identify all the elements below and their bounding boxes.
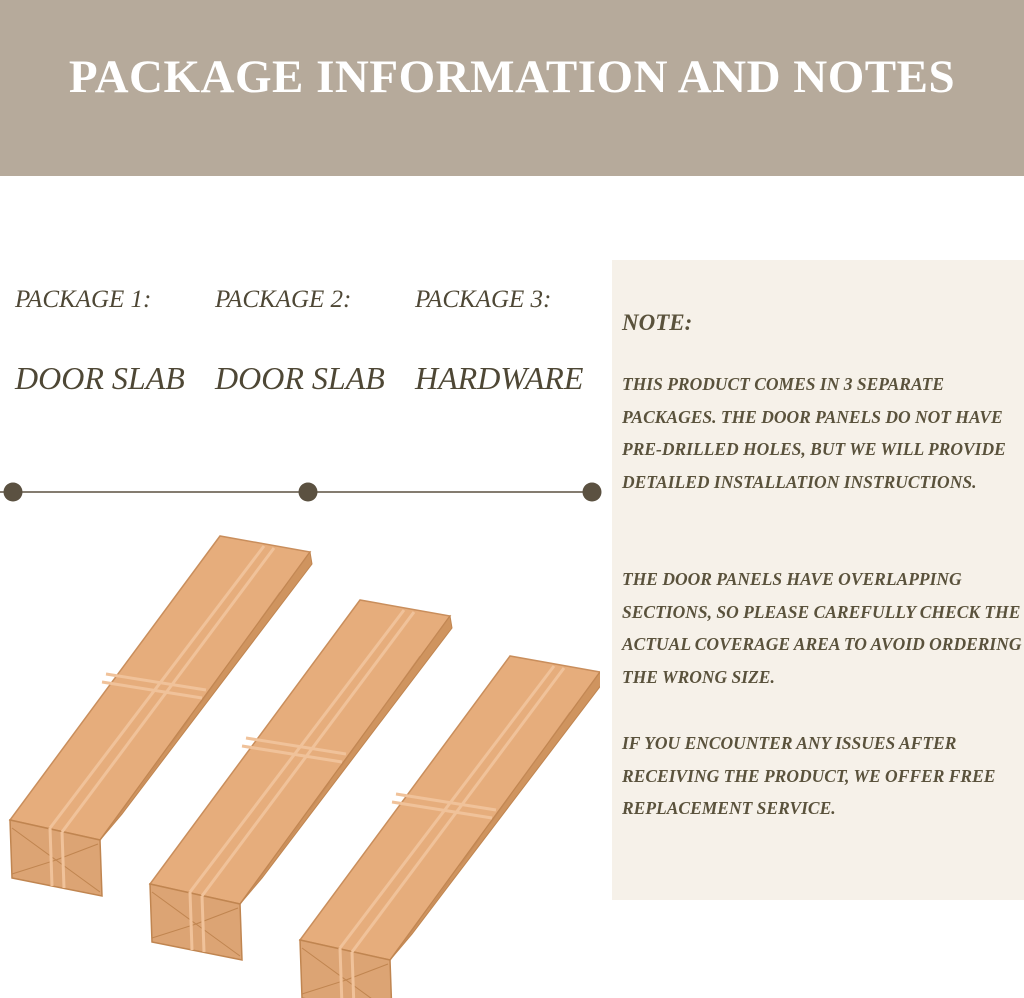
note-paragraph-2: THE DOOR PANELS HAVE OVERLAPPING SECTION… xyxy=(622,569,1022,687)
package-3-label: PACKAGE 3: xyxy=(415,286,552,313)
package-2-label: PACKAGE 2: xyxy=(215,286,352,313)
timeline-dot-3 xyxy=(582,482,602,502)
package-2-name: DOOR SLAB xyxy=(215,360,385,396)
package-3-name: HARDWARE xyxy=(415,360,584,396)
timeline-dot-1 xyxy=(3,482,23,502)
package-1-label: PACKAGE 1: xyxy=(15,286,152,313)
package-timeline xyxy=(0,482,602,502)
timeline-dot-2 xyxy=(298,482,318,502)
note-paragraph-1: THIS PRODUCT COMES IN 3 SEPARATE PACKAGE… xyxy=(622,374,1006,492)
note-title: NOTE: xyxy=(622,310,693,335)
note-paragraph-3: IF YOU ENCOUNTER ANY ISSUES AFTER RECEIV… xyxy=(622,733,996,818)
note-panel: NOTE: THIS PRODUCT COMES IN 3 SEPARATE P… xyxy=(612,260,1024,900)
header-banner: PACKAGE INFORMATION AND NOTES xyxy=(0,0,1024,176)
page-title: PACKAGE INFORMATION AND NOTES xyxy=(68,51,956,103)
package-boxes-illustration xyxy=(8,534,600,998)
package-1-name: DOOR SLAB xyxy=(15,360,185,396)
